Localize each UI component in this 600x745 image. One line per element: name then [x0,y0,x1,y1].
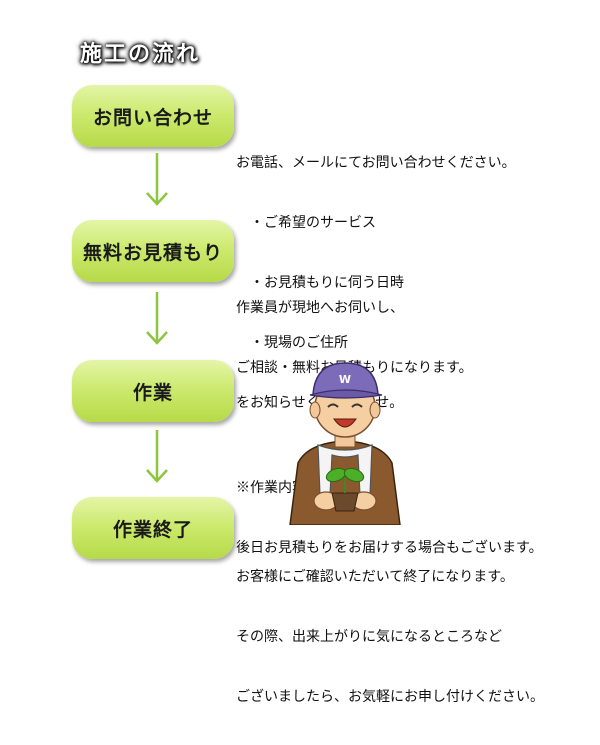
desc-line: ございましたら、お気軽にお申し付けください。 [236,689,544,705]
down-arrow-icon [146,430,168,483]
step-work: 作業 [72,360,234,422]
page-title: 施工の流れ [80,41,201,67]
desc-line: ・現場のご住所 [236,335,348,351]
cap-logo: W [339,373,351,386]
step-completion: 作業終了 [72,497,234,559]
worker-illustration: W [289,362,401,525]
step-inquiry: お問い合わせ [72,85,234,147]
desc-line: 作業員が現地へお伺いし、 [236,300,404,316]
desc-line: お電話、メールにてお問い合わせください。 [236,155,516,171]
step-free-estimate: 無料お見積もり [72,220,234,282]
desc-line: ・お見積もりに伺う日時 [236,275,404,291]
desc-line: 後日お見積もりをお届けする場合もございます。 [236,540,543,556]
desc-line: その際、出来上がりに気になるところなど [236,629,502,645]
finish-description: お客様にご確認いただいて終了になります。 その際、出来上がりに気になるところなど… [236,527,544,727]
down-arrow-icon [146,292,168,345]
down-arrow-icon [146,153,168,206]
desc-line: ・ご希望のサービス [236,215,376,231]
desc-line: お客様にご確認いただいて終了になります。 [236,569,514,585]
